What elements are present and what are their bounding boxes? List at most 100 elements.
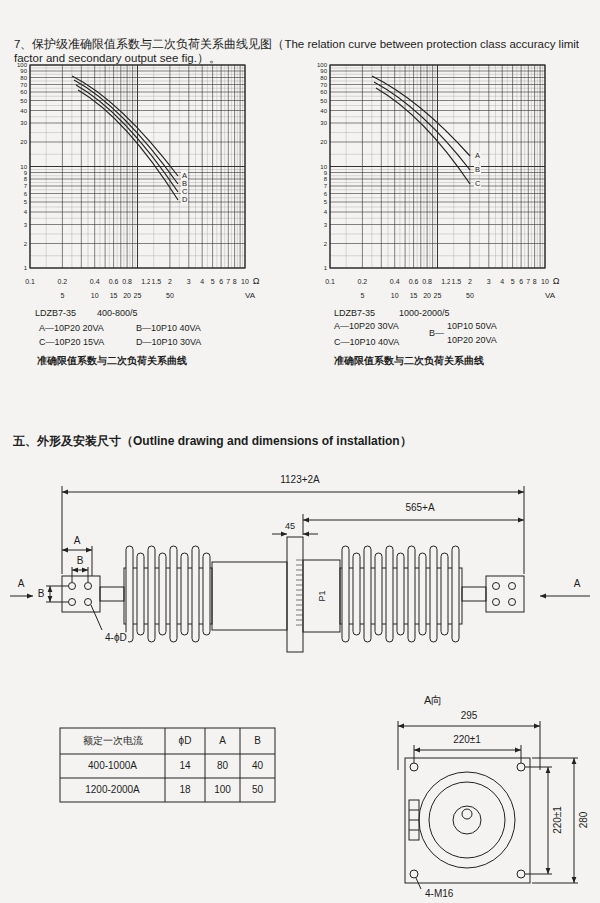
axis-tick: 5 xyxy=(359,292,365,300)
axis-tick: 50 xyxy=(165,292,175,300)
insulator-shed xyxy=(126,546,133,642)
table-cell: B xyxy=(253,735,262,747)
curve-key: A—10P20 30VA xyxy=(333,321,400,331)
flange-tick xyxy=(296,565,302,566)
axis-tick: 7 xyxy=(525,278,531,286)
axis-tick: 5 xyxy=(324,199,327,205)
drawing-circle xyxy=(493,599,500,606)
table-cell: 400-1000A xyxy=(87,760,138,772)
drawing-path xyxy=(376,88,470,184)
axis-tick: 10 xyxy=(240,278,250,286)
axis-tick: 10 xyxy=(20,164,27,170)
grid-line xyxy=(362,65,363,268)
grid-line xyxy=(534,65,535,268)
axis-tick: 9 xyxy=(324,170,327,176)
axis-tick: 6 xyxy=(324,191,327,197)
axis-tick: 0.8 xyxy=(121,278,133,286)
axis-tick: 10 xyxy=(320,164,327,170)
drawing-line xyxy=(60,778,275,779)
drawing-line xyxy=(398,721,399,770)
chart-model: 1000-2000/5 xyxy=(398,308,451,318)
unit-label: VA xyxy=(244,291,256,300)
outline-drawing xyxy=(10,486,590,889)
grid-line xyxy=(437,65,438,268)
drawing-rect xyxy=(409,800,419,840)
axis-tick: 10 xyxy=(540,278,550,286)
drawing-circle xyxy=(69,599,76,606)
drawing-line xyxy=(409,830,419,831)
drawing-line xyxy=(414,745,415,763)
drawing-line xyxy=(521,745,522,763)
flange-tick xyxy=(296,595,302,596)
grid-line xyxy=(240,65,241,268)
insulator-shed xyxy=(386,546,393,642)
grid-line xyxy=(113,65,114,268)
chart-model: LDZB7-35 xyxy=(333,308,376,318)
axis-tick: 60 xyxy=(20,89,27,95)
grid-line xyxy=(202,65,203,268)
drawing-g xyxy=(342,546,459,642)
dimension-label: 280 xyxy=(578,811,590,830)
dimension-label: B xyxy=(76,555,85,567)
insulator-shed xyxy=(375,553,382,635)
insulator-shed xyxy=(430,546,437,642)
axis-tick: 25 xyxy=(133,292,143,300)
grid-line xyxy=(228,65,229,268)
drawing-circle xyxy=(419,772,515,868)
drawing-circle xyxy=(517,870,525,878)
hole-label: 4-M16 xyxy=(424,888,454,900)
drawing-line xyxy=(88,567,89,582)
table-cell: 40 xyxy=(251,760,264,772)
grid-line xyxy=(127,65,128,268)
axis-tick: 6 xyxy=(24,191,27,197)
chart-caption: 准确限值系数与二次负荷关系曲线 xyxy=(36,356,188,367)
table-cell: 1200-2000A xyxy=(84,784,141,796)
axis-tick: 2 xyxy=(467,278,473,286)
axis-tick: 6 xyxy=(518,278,524,286)
axis-tick: 90 xyxy=(20,68,27,74)
axis-tick: 1.5 xyxy=(451,278,463,286)
insulator-shed xyxy=(452,546,459,642)
chart-model: 400-800/5 xyxy=(96,308,139,318)
flange-tick xyxy=(296,560,302,561)
drawing-line xyxy=(303,520,524,521)
axis-tick: 8 xyxy=(324,176,327,182)
curve-label: B xyxy=(474,166,481,175)
axis-tick: 0.1 xyxy=(24,278,36,286)
drawing-rect xyxy=(212,562,287,630)
grid-line xyxy=(469,65,470,268)
table-cell: 80 xyxy=(216,760,229,772)
flange-tick xyxy=(296,600,302,601)
drawing-line xyxy=(532,883,578,884)
axis-tick: 80 xyxy=(20,75,27,81)
dimension-label: 220±1 xyxy=(452,734,482,746)
axis-tick: 0.4 xyxy=(89,278,101,286)
grid-line xyxy=(420,65,421,268)
drawing-line xyxy=(414,750,521,751)
drawing-line xyxy=(240,728,241,802)
dimension-label: 295 xyxy=(460,710,479,722)
axis-tick: 100 xyxy=(17,62,27,68)
axis-tick: 3 xyxy=(186,278,192,286)
axis-tick: 8 xyxy=(232,278,238,286)
axis-tick: 4 xyxy=(499,278,505,286)
drawing-line xyxy=(62,550,92,551)
curve-label: A xyxy=(474,152,481,161)
flange-tick xyxy=(296,570,302,571)
dimension-label: A xyxy=(73,535,82,547)
grid-line xyxy=(528,65,529,268)
drawing-circle xyxy=(410,870,418,878)
grid-line xyxy=(521,65,522,268)
grid-line xyxy=(221,65,222,268)
drawing-path xyxy=(78,90,178,200)
axis-tick: 20 xyxy=(20,139,27,145)
axis-tick: 4 xyxy=(199,278,205,286)
drawing-line xyxy=(540,596,590,597)
drawing-rect xyxy=(100,587,124,601)
section-title: 7、保护级准确限值系数与二次负荷关系曲线见图（The relation curv… xyxy=(14,37,586,65)
chart-curves xyxy=(72,76,470,200)
drawing-circle xyxy=(85,583,92,590)
dimension-label: 220±1 xyxy=(552,805,564,835)
axis-tick: 20 xyxy=(320,139,327,145)
axis-tick: 10 xyxy=(90,292,100,300)
